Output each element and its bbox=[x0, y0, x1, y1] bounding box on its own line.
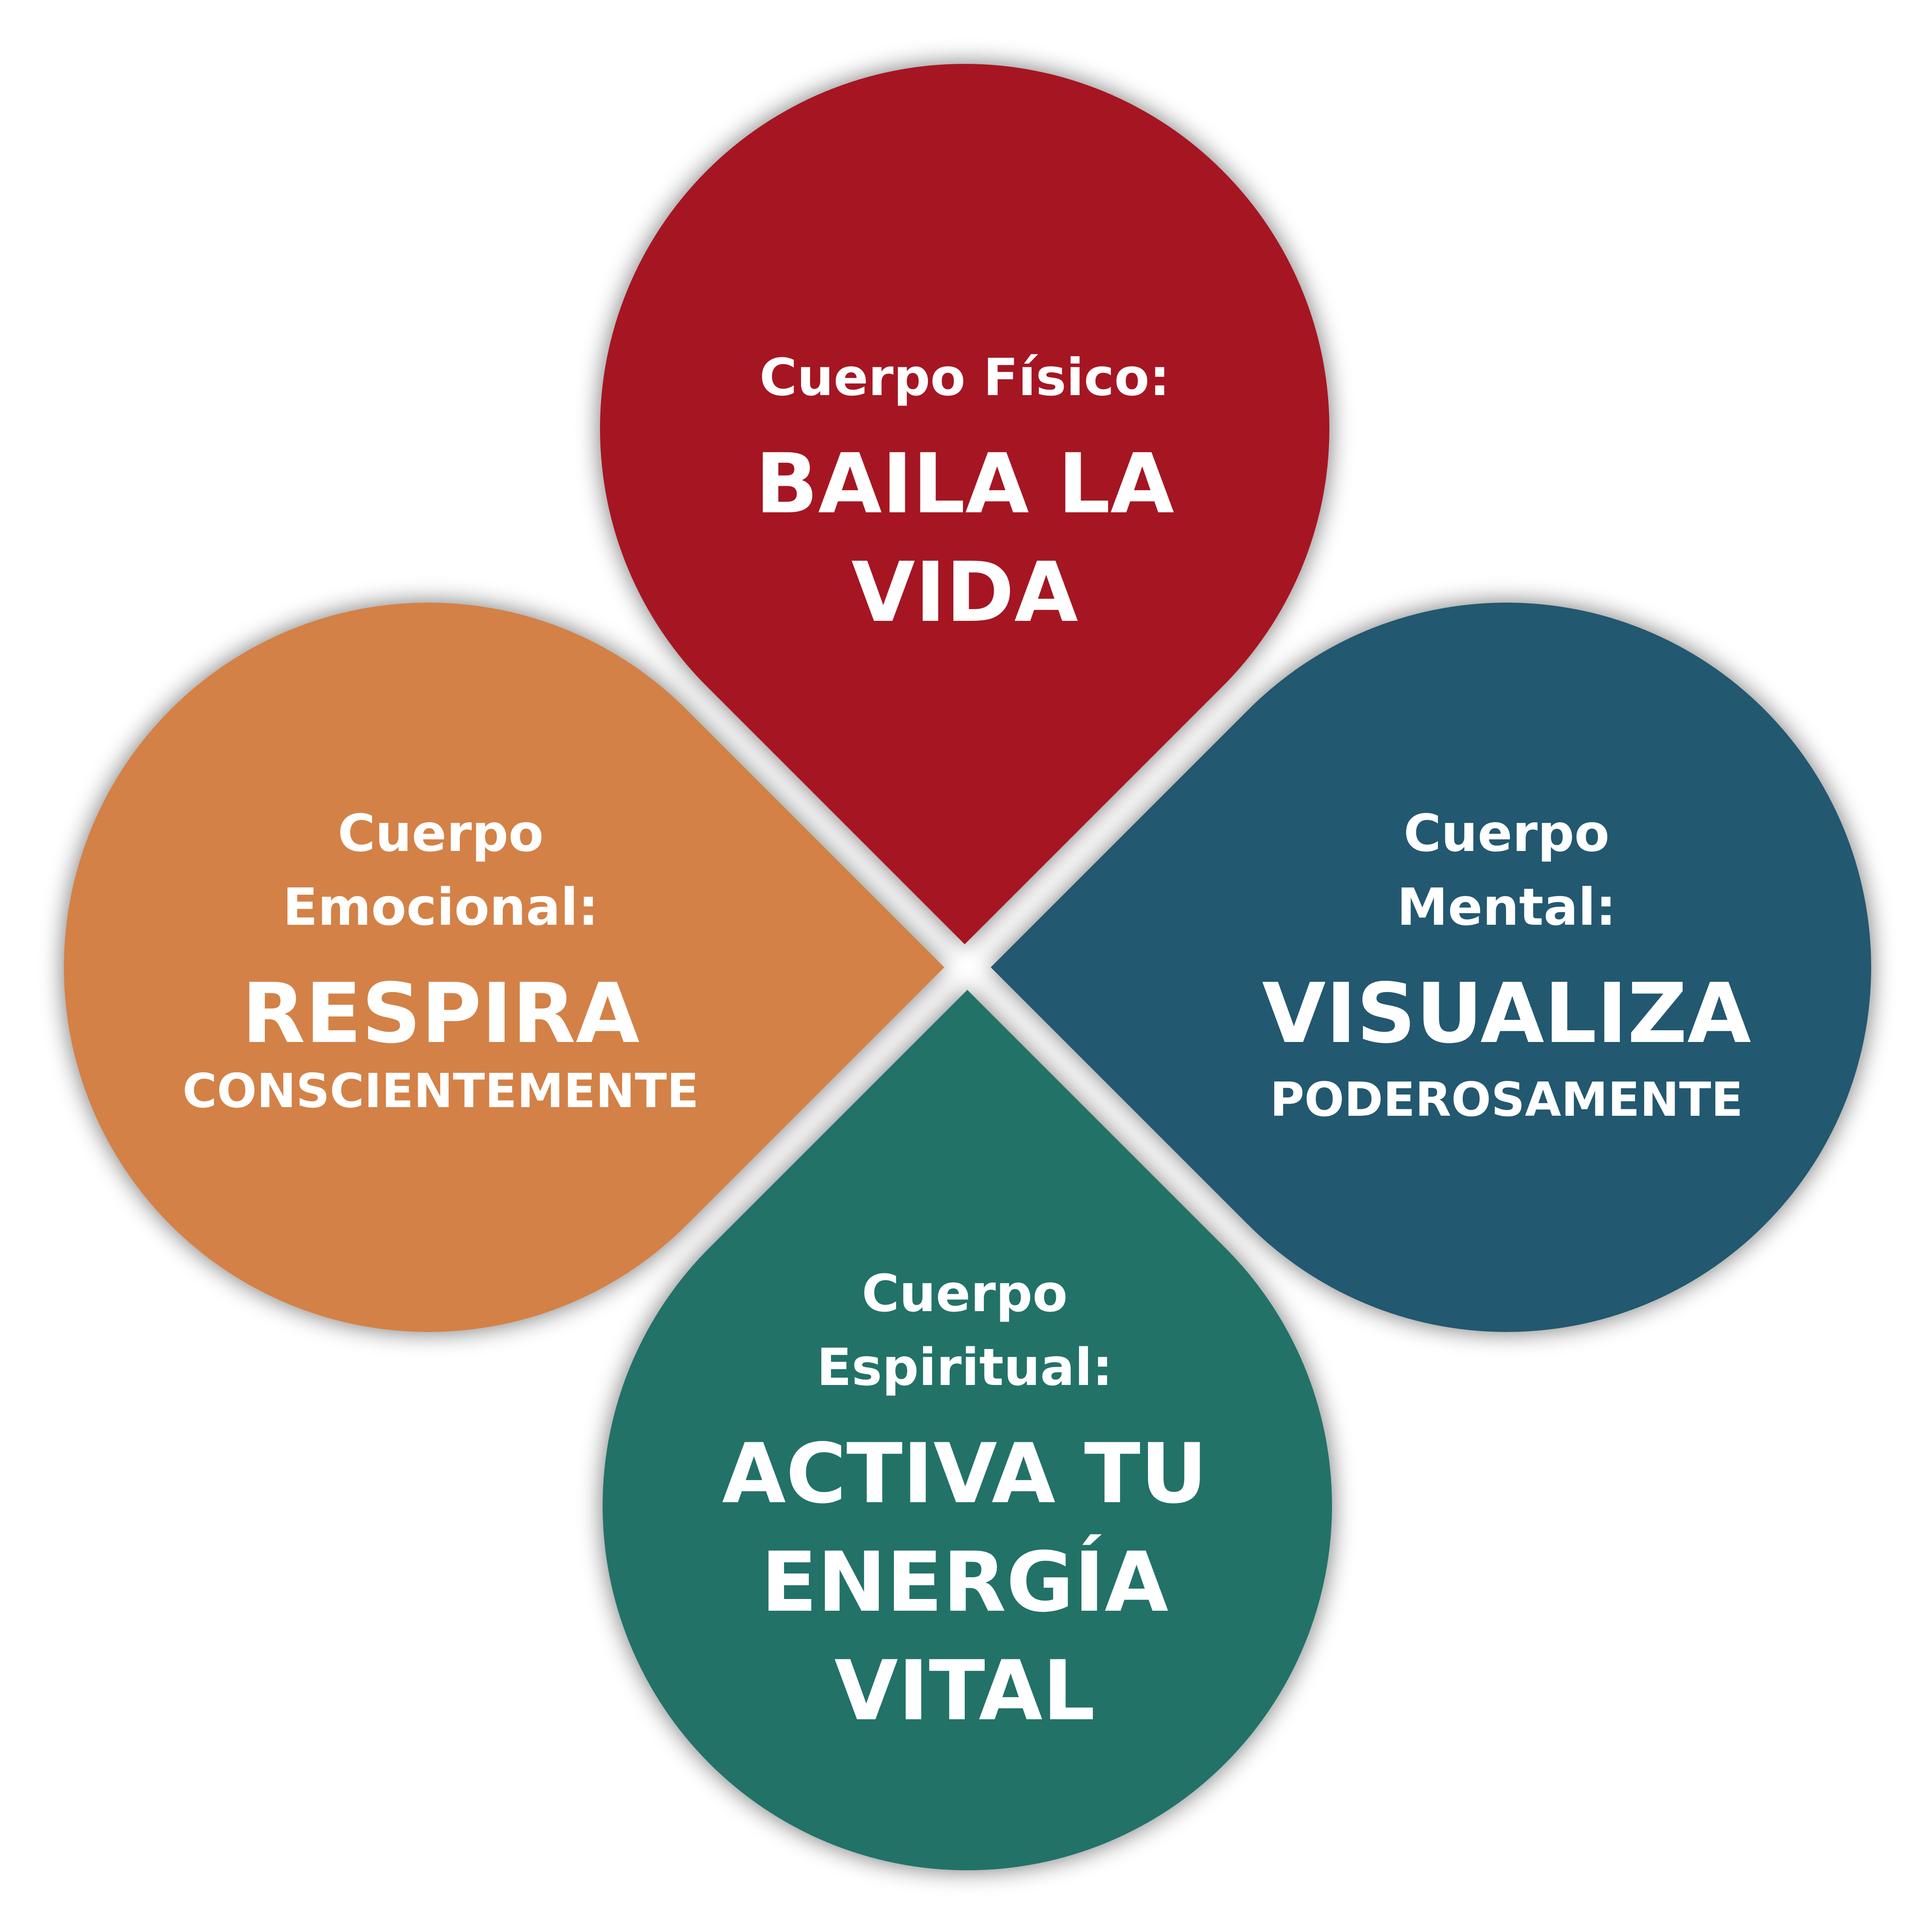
petal-emocional-shape bbox=[64, 603, 944, 1332]
petal-fisico-action-line-2: VIDA bbox=[851, 544, 1078, 640]
petal-mental-shape bbox=[991, 603, 1871, 1332]
petal-espiritual-action-line-1: ACTIVA TU bbox=[722, 1426, 1207, 1522]
petal-emocional-sub-line: CONSCIENTEMENTE bbox=[182, 1064, 699, 1118]
petal-fisico-action-line-1: BAILA LA bbox=[755, 436, 1174, 532]
petal-espiritual-action-line-2: ENERGÍA bbox=[761, 1534, 1169, 1630]
petal-espiritual: Cuerpo Espiritual: ACTIVA TU ENERGÍA VIT… bbox=[602, 990, 1332, 1870]
petal-mental: Cuerpo Mental: VISUALIZA PODEROSAMENTE bbox=[991, 603, 1871, 1332]
petal-espiritual-label-line-2: Espiritual: bbox=[817, 1337, 1113, 1397]
petal-espiritual-label-line-1: Cuerpo bbox=[862, 1263, 1068, 1323]
petal-emocional: Cuerpo Emocional: RESPIRA CONSCIENTEMENT… bbox=[64, 603, 944, 1332]
petal-mental-action-line-1: VISUALIZA bbox=[1262, 966, 1751, 1062]
petal-mental-label-line-2: Mental: bbox=[1397, 877, 1616, 937]
petal-emocional-label-line-1: Cuerpo bbox=[338, 803, 544, 863]
petal-mental-sub-line: PODEROSAMENTE bbox=[1270, 1073, 1743, 1127]
petal-emocional-action-line-1: RESPIRA bbox=[242, 966, 640, 1062]
petal-emocional-label-line-2: Emocional: bbox=[283, 877, 598, 937]
petal-mental-label-line-1: Cuerpo bbox=[1404, 803, 1609, 863]
petal-espiritual-shape bbox=[602, 990, 1332, 1870]
petal-espiritual-action-line-3: VITAL bbox=[834, 1643, 1095, 1739]
petal-fisico: Cuerpo Físico: BAILA LA VIDA bbox=[600, 64, 1330, 944]
petal-fisico-shape bbox=[600, 64, 1330, 944]
petal-fisico-label-line-1: Cuerpo Físico: bbox=[759, 347, 1170, 407]
